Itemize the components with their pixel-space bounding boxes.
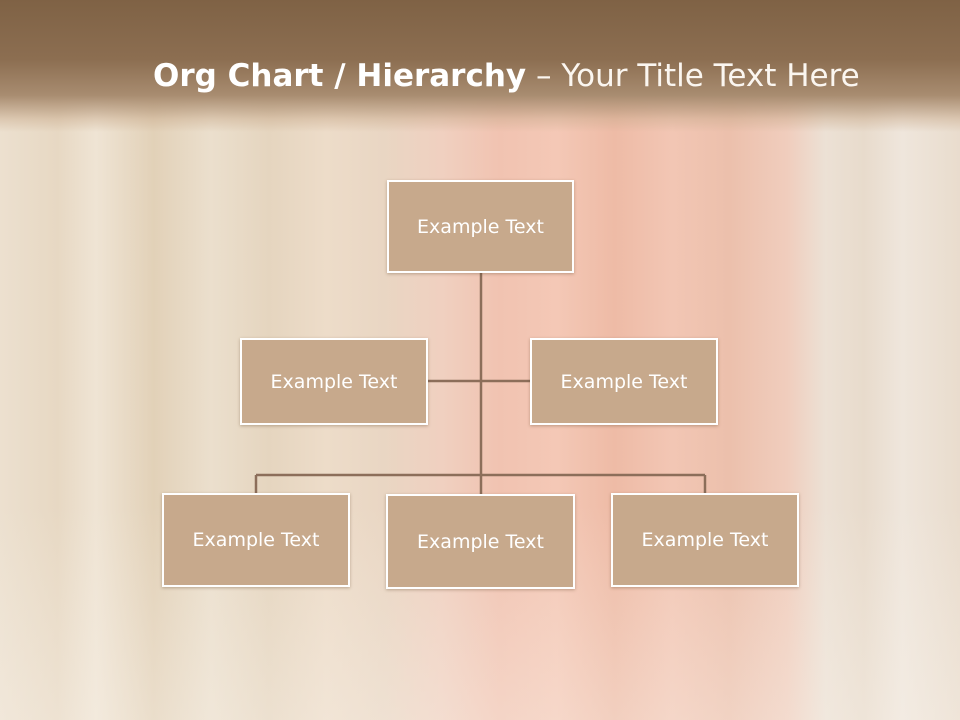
- org-node-label: Example Text: [270, 370, 398, 393]
- org-node-label: Example Text: [560, 370, 688, 393]
- title-bold-part: Org Chart / Hierarchy: [153, 58, 527, 94]
- org-node-label: Example Text: [192, 529, 320, 551]
- title-regular-part: – Your Title Text Here: [526, 58, 860, 94]
- org-node-child-3[interactable]: Example Text: [611, 493, 799, 587]
- title-banner: [0, 0, 960, 132]
- org-node-label: Example Text: [641, 529, 769, 551]
- org-node-child-1[interactable]: Example Text: [162, 493, 350, 587]
- org-node-label: Example Text: [417, 215, 544, 238]
- org-node-label: Example Text: [417, 530, 544, 553]
- org-node-assistant-right[interactable]: Example Text: [530, 338, 718, 425]
- org-node-child-2[interactable]: Example Text: [386, 494, 575, 589]
- org-node-top[interactable]: Example Text: [387, 180, 574, 273]
- org-node-assistant-left[interactable]: Example Text: [240, 338, 428, 425]
- slide-title: Org Chart / Hierarchy – Your Title Text …: [153, 56, 860, 96]
